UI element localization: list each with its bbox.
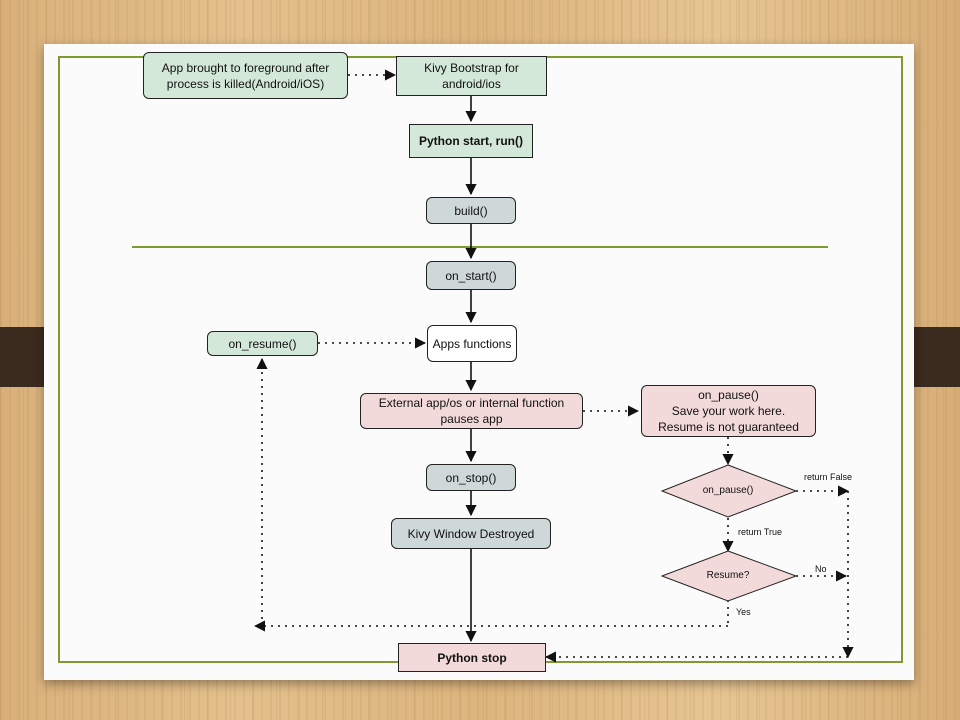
- node-on-stop: on_stop(): [426, 464, 516, 491]
- node-python-start: Python start, run(): [409, 124, 533, 158]
- node-on-pause: on_pause() Save your work here. Resume i…: [641, 385, 816, 437]
- divider-line: [132, 246, 828, 248]
- decision-on-pause-diamond: [660, 464, 798, 518]
- node-external-pause: External app/os or internal function pau…: [360, 393, 583, 429]
- label-return-false: return False: [804, 472, 853, 482]
- decision-on-pause-label: on_pause(): [702, 485, 754, 496]
- node-python-stop: Python stop: [398, 643, 546, 672]
- node-on-resume: on_resume(): [207, 331, 318, 356]
- node-app-foreground: App brought to foreground after process …: [143, 52, 348, 99]
- node-apps-functions: Apps functions: [427, 325, 517, 362]
- decision-resume-label: Resume?: [706, 570, 750, 581]
- label-yes: Yes: [736, 607, 751, 617]
- node-build: build(): [426, 197, 516, 224]
- node-kivy-window-destroyed: Kivy Window Destroyed: [391, 518, 551, 549]
- decision-resume-diamond: [660, 550, 798, 602]
- label-return-true: return True: [738, 527, 783, 537]
- node-kivy-bootstrap: Kivy Bootstrap for android/ios: [396, 56, 547, 96]
- node-on-start: on_start(): [426, 261, 516, 290]
- label-no: No: [815, 564, 827, 574]
